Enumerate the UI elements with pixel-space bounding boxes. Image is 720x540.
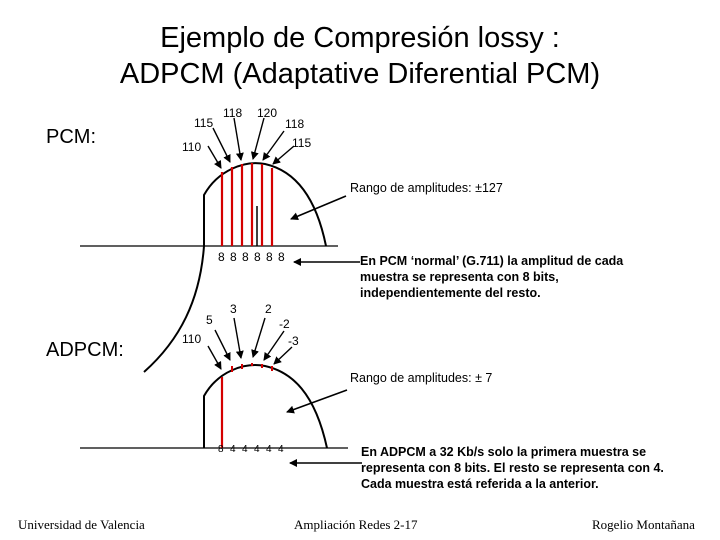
pcm-sample-value: 110 bbox=[182, 140, 202, 154]
pcm-pointer-arrows bbox=[207, 117, 295, 169]
adpcm-bit-count: 4 bbox=[278, 444, 284, 455]
pcm-range-arrow bbox=[290, 195, 347, 220]
pcm-label: PCM: bbox=[46, 126, 96, 148]
footer-author: Rogelio Montañana bbox=[592, 517, 695, 532]
adpcm-sample-value: -2 bbox=[279, 317, 290, 331]
adpcm-signal-hump bbox=[203, 364, 328, 449]
pcm-sample-bars bbox=[220, 163, 274, 246]
pcm-sample-value: 115 bbox=[292, 136, 312, 150]
footer-course: Ampliación Redes 2-17 bbox=[294, 517, 418, 532]
pcm-range-label: Rango de amplitudes: ±127 bbox=[350, 181, 503, 195]
pcm-bit-count: 8 bbox=[254, 250, 261, 264]
adpcm-sample-value: 110 bbox=[182, 332, 202, 346]
pcm-sample-value: 120 bbox=[257, 106, 278, 120]
pcm-note: En PCM ‘normal’ (G.711) la amplitud de c… bbox=[360, 254, 624, 300]
adpcm-sample-value: 2 bbox=[265, 302, 272, 316]
adpcm-bit-count: 4 bbox=[230, 444, 236, 455]
adpcm-label: ADPCM: bbox=[46, 339, 124, 361]
title-line-2: ADPCM (Adaptative Diferential PCM) bbox=[119, 58, 601, 90]
adpcm-range-arrow bbox=[286, 389, 348, 414]
adpcm-bit-count: 8 bbox=[218, 444, 224, 455]
adpcm-pointer-arrows bbox=[207, 317, 293, 370]
adpcm-sample-value: 3 bbox=[230, 302, 237, 316]
pcm-bit-count: 8 bbox=[230, 250, 237, 264]
pcm-sample-value: 118 bbox=[223, 106, 243, 120]
footer-university: Universidad de Valencia bbox=[18, 517, 145, 532]
pcm-signal-hump bbox=[203, 162, 327, 247]
adpcm-bit-count: 4 bbox=[266, 444, 272, 455]
pcm-bit-count: 8 bbox=[218, 250, 225, 264]
adpcm-bit-count: 4 bbox=[254, 444, 260, 455]
adpcm-sample-value: -3 bbox=[288, 334, 299, 348]
adpcm-bit-count: 4 bbox=[242, 444, 248, 455]
pcm-bit-count: 8 bbox=[278, 250, 285, 264]
pcm-sample-value: 118 bbox=[285, 117, 305, 131]
pcm-bit-count: 8 bbox=[242, 250, 249, 264]
signal-descent-curve bbox=[143, 245, 205, 373]
pcm-bit-count: 8 bbox=[266, 250, 273, 264]
adpcm-range-label: Rango de amplitudes: ± 7 bbox=[350, 371, 493, 385]
pcm-sample-value: 115 bbox=[194, 116, 214, 130]
adpcm-sample-bars bbox=[220, 363, 273, 448]
title-line-1: Ejemplo de Compresión lossy : bbox=[160, 22, 560, 54]
adpcm-note: En ADPCM a 32 Kb/s solo la primera muest… bbox=[361, 445, 664, 491]
adpcm-sample-value: 5 bbox=[206, 313, 213, 327]
